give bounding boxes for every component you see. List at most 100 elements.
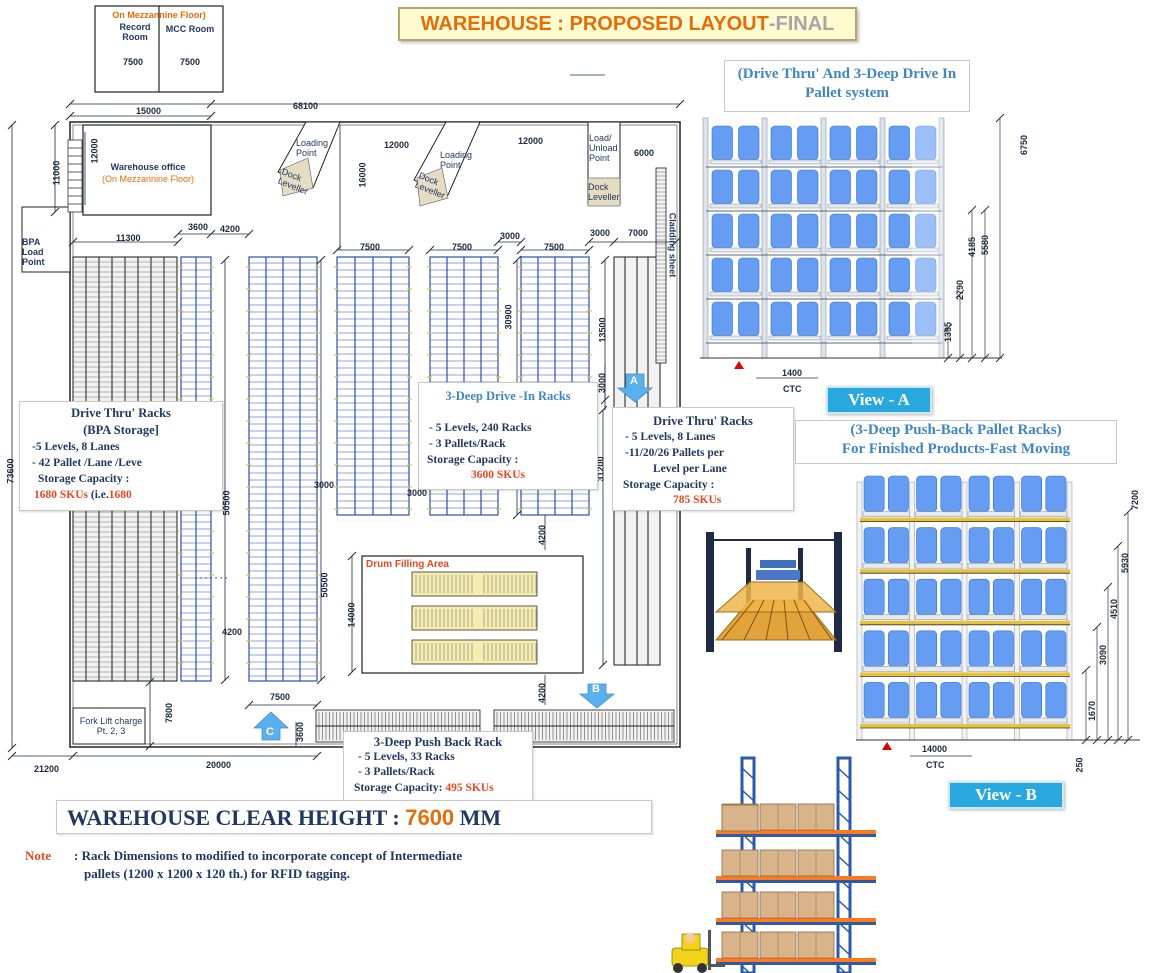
dim-4200-d: 4200 <box>537 682 548 704</box>
view-a-dim-4: 2790 <box>955 279 966 301</box>
dim-73600: 73600 <box>5 458 16 484</box>
bpa-cap-value: 1680 SKUs <box>34 489 88 501</box>
mcc-room-label: MCC Room <box>165 24 215 34</box>
dim-7500-b: 7500 <box>452 242 473 252</box>
view-a-ctc-dim: 1400 <box>782 368 803 378</box>
dim-15000: 15000 <box>136 106 162 116</box>
bpa-load-point-label: BPA Load Point <box>22 237 45 267</box>
clear-height-text: WAREHOUSE CLEAR HEIGHT : 7600 MM <box>67 805 501 831</box>
view-a-ctc: CTC <box>783 384 802 394</box>
forklift-icon <box>671 930 725 973</box>
marker-b: B <box>592 683 600 695</box>
view-b-ctc: CTC <box>926 760 945 770</box>
push-back-title: 3-Deep Push Back Rack <box>373 735 503 749</box>
drive-thru-bpa-info: Drive Thru' Racks (BPA Storage] -5 Level… <box>19 401 223 511</box>
bpa-cap-value-line: 1680 SKUs (i.e.1680 <box>34 489 132 501</box>
drive-in-title: 3-Deep Drive -In Racks <box>445 389 571 403</box>
view-a-button: View - A <box>826 386 932 414</box>
drum-filling-label: Drum Filling Area <box>366 559 449 570</box>
dim-7000: 7000 <box>628 228 649 238</box>
push-back-line-1: - 5 Levels, 33 Racks <box>358 751 455 763</box>
dim-12000-a: 12000 <box>384 140 410 150</box>
dim-21200: 21200 <box>34 764 60 774</box>
drive-in-info: 3-Deep Drive -In Racks - 5 Levels, 240 R… <box>418 382 598 490</box>
view-a-dim-2: 4185 <box>967 236 978 258</box>
dim-3600-a: 3600 <box>188 222 209 232</box>
note-line-2: pallets (1200 x 1200 x 120 th.) for RFID… <box>84 866 350 881</box>
loading-point-2-label: Loading Point <box>440 150 473 170</box>
view-b-dim-5: 1670 <box>1087 700 1098 722</box>
view-b-button: View - B <box>948 781 1064 809</box>
drive-thru-title: Drive Thru' Racks <box>653 414 753 428</box>
bpa-line-2: - 42 Pallet /Lane /Leve <box>32 457 142 469</box>
office-mezzanine-label: (On Mezzannine Floor) <box>101 174 195 184</box>
mezzanine-label: On Mezzannine Floor) <box>112 10 206 20</box>
cladding-sheet-label: Cladding sheet <box>667 212 678 278</box>
drive-thru-line-2: -11/20/26 Pallets per <box>625 447 725 459</box>
dim-16000: 16000 <box>357 162 368 188</box>
dim-7500-d: 7500 <box>270 692 291 702</box>
warehouse-office-label: Warehouse office <box>110 162 186 172</box>
view-b-title-2: For Finished Products-Fast Moving <box>841 441 1071 457</box>
drive-in-cap-value: 3600 SKUs <box>471 469 525 481</box>
dim-7800: 7800 <box>164 702 175 724</box>
view-b-dim-1: 7200 <box>1130 489 1141 511</box>
drive-thru-cap-label: Storage Capacity : <box>623 479 715 491</box>
drive-thru-line-3: Level per Lane <box>653 463 727 475</box>
bpa-title-2: (BPA Storage] <box>83 423 159 437</box>
view-b-bottom-dim: 250 <box>1074 757 1085 773</box>
view-a-dim-5: 1395 <box>943 321 954 343</box>
drive-in-cap-label: Storage Capacity : <box>427 454 519 466</box>
dim-4200-a: 4200 <box>220 224 241 234</box>
dim-14000: 14000 <box>346 602 357 628</box>
dim-30900: 30900 <box>503 304 514 330</box>
push-back-line-2: - 3 Pallets/Rack <box>358 766 435 778</box>
drive-thru-info: Drive Thru' Racks - 5 Levels, 8 Lanes -1… <box>612 407 794 511</box>
dim-13500: 13500 <box>597 317 608 343</box>
bpa-cap-label: Storage Capacity : <box>38 473 130 485</box>
dim-4200-c: 4200 <box>537 524 548 546</box>
dim-6000: 6000 <box>634 148 655 158</box>
clear-height-banner: WAREHOUSE CLEAR HEIGHT : 7600 MM <box>56 800 652 834</box>
bpa-cap-paren-value: 1680 <box>108 489 132 501</box>
note-label: Note <box>25 848 51 863</box>
bpa-title-1: Drive Thru' Racks <box>71 406 171 420</box>
mcc-room-dim: 7500 <box>180 57 201 67</box>
bpa-cap-paren-open: (i.e. <box>88 489 109 501</box>
push-back-cap-label: Storage Capacity: <box>354 782 443 794</box>
clear-height-label: WAREHOUSE CLEAR HEIGHT : <box>67 805 406 830</box>
view-a-dim-3: 5580 <box>980 234 991 256</box>
marker-c: C <box>266 726 274 738</box>
dim-7500-c: 7500 <box>544 242 565 252</box>
dim-4200-b: 4200 <box>222 627 243 637</box>
drive-thru-line-1: - 5 Levels, 8 Lanes <box>625 431 716 443</box>
iso-rack <box>716 756 876 973</box>
title-suffix: -FINAL <box>768 12 835 35</box>
drive-thru-cap-value: 785 SKUs <box>673 494 722 506</box>
dim-7500-a: 7500 <box>360 242 381 252</box>
view-b-title-1: (3-Deep Push-Back Pallet Racks) <box>850 422 1062 438</box>
clear-height-unit: MM <box>454 805 502 830</box>
load-unload-point-label: Load/ Unload Point <box>589 133 618 163</box>
dim-12000-b: 12000 <box>89 138 100 164</box>
bpa-line-1: -5 Levels, 8 Lanes <box>32 441 120 453</box>
dim-3000-a: 3000 <box>500 231 521 241</box>
forklift-charge-label: Fork Lift charge Pt. 2, 3 <box>79 716 143 736</box>
dim-50500-a: 50500 <box>221 490 232 516</box>
dim-20000: 20000 <box>206 760 232 770</box>
drive-in-line-1: - 5 Levels, 240 Racks <box>429 422 532 434</box>
push-back-cap-line: Storage Capacity: 495 SKUs <box>354 782 494 794</box>
view-a-dim-1: 6750 <box>1019 134 1030 156</box>
dim-3000-b: 3000 <box>590 228 611 238</box>
view-b-dim-3: 4510 <box>1109 598 1120 620</box>
view-b-dim-4: 3090 <box>1098 644 1109 666</box>
dim-3000-c: 3000 <box>597 372 608 394</box>
page-title: WAREHOUSE : PROPOSED LAYOUT -FINAL <box>398 7 857 41</box>
push-back-info: 3-Deep Push Back Rack - 5 Levels, 33 Rac… <box>343 731 533 801</box>
dim-3600-b: 3600 <box>295 721 306 743</box>
dim-3000-e: 3000 <box>407 488 428 498</box>
dim-11000: 11000 <box>51 160 62 186</box>
drive-in-line-2: - 3 Pallets/Rack <box>429 438 506 450</box>
record-room-dim: 7500 <box>123 57 144 67</box>
